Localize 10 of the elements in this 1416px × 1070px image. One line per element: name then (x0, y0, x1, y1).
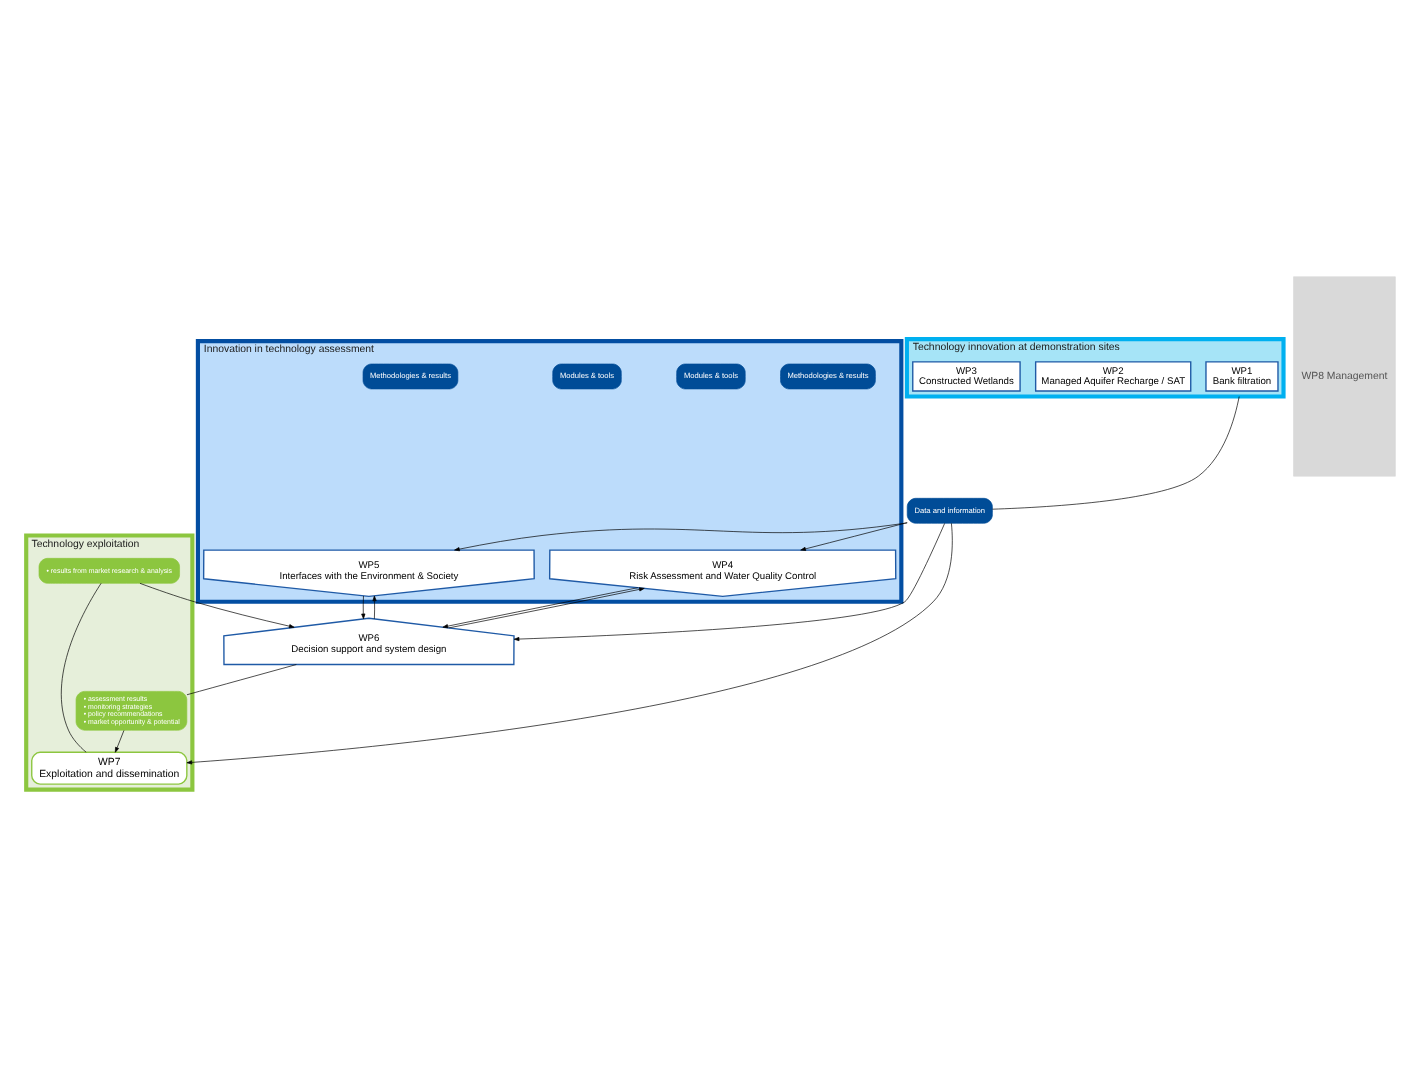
arrow (454, 521, 908, 551)
arrow (372, 594, 377, 619)
arrow (800, 521, 908, 550)
arrow (513, 522, 945, 641)
arrow (114, 729, 125, 752)
arrow (361, 594, 366, 619)
arrow (139, 581, 295, 628)
connector (61, 581, 102, 752)
connector (992, 395, 1240, 509)
arrow (186, 521, 953, 764)
